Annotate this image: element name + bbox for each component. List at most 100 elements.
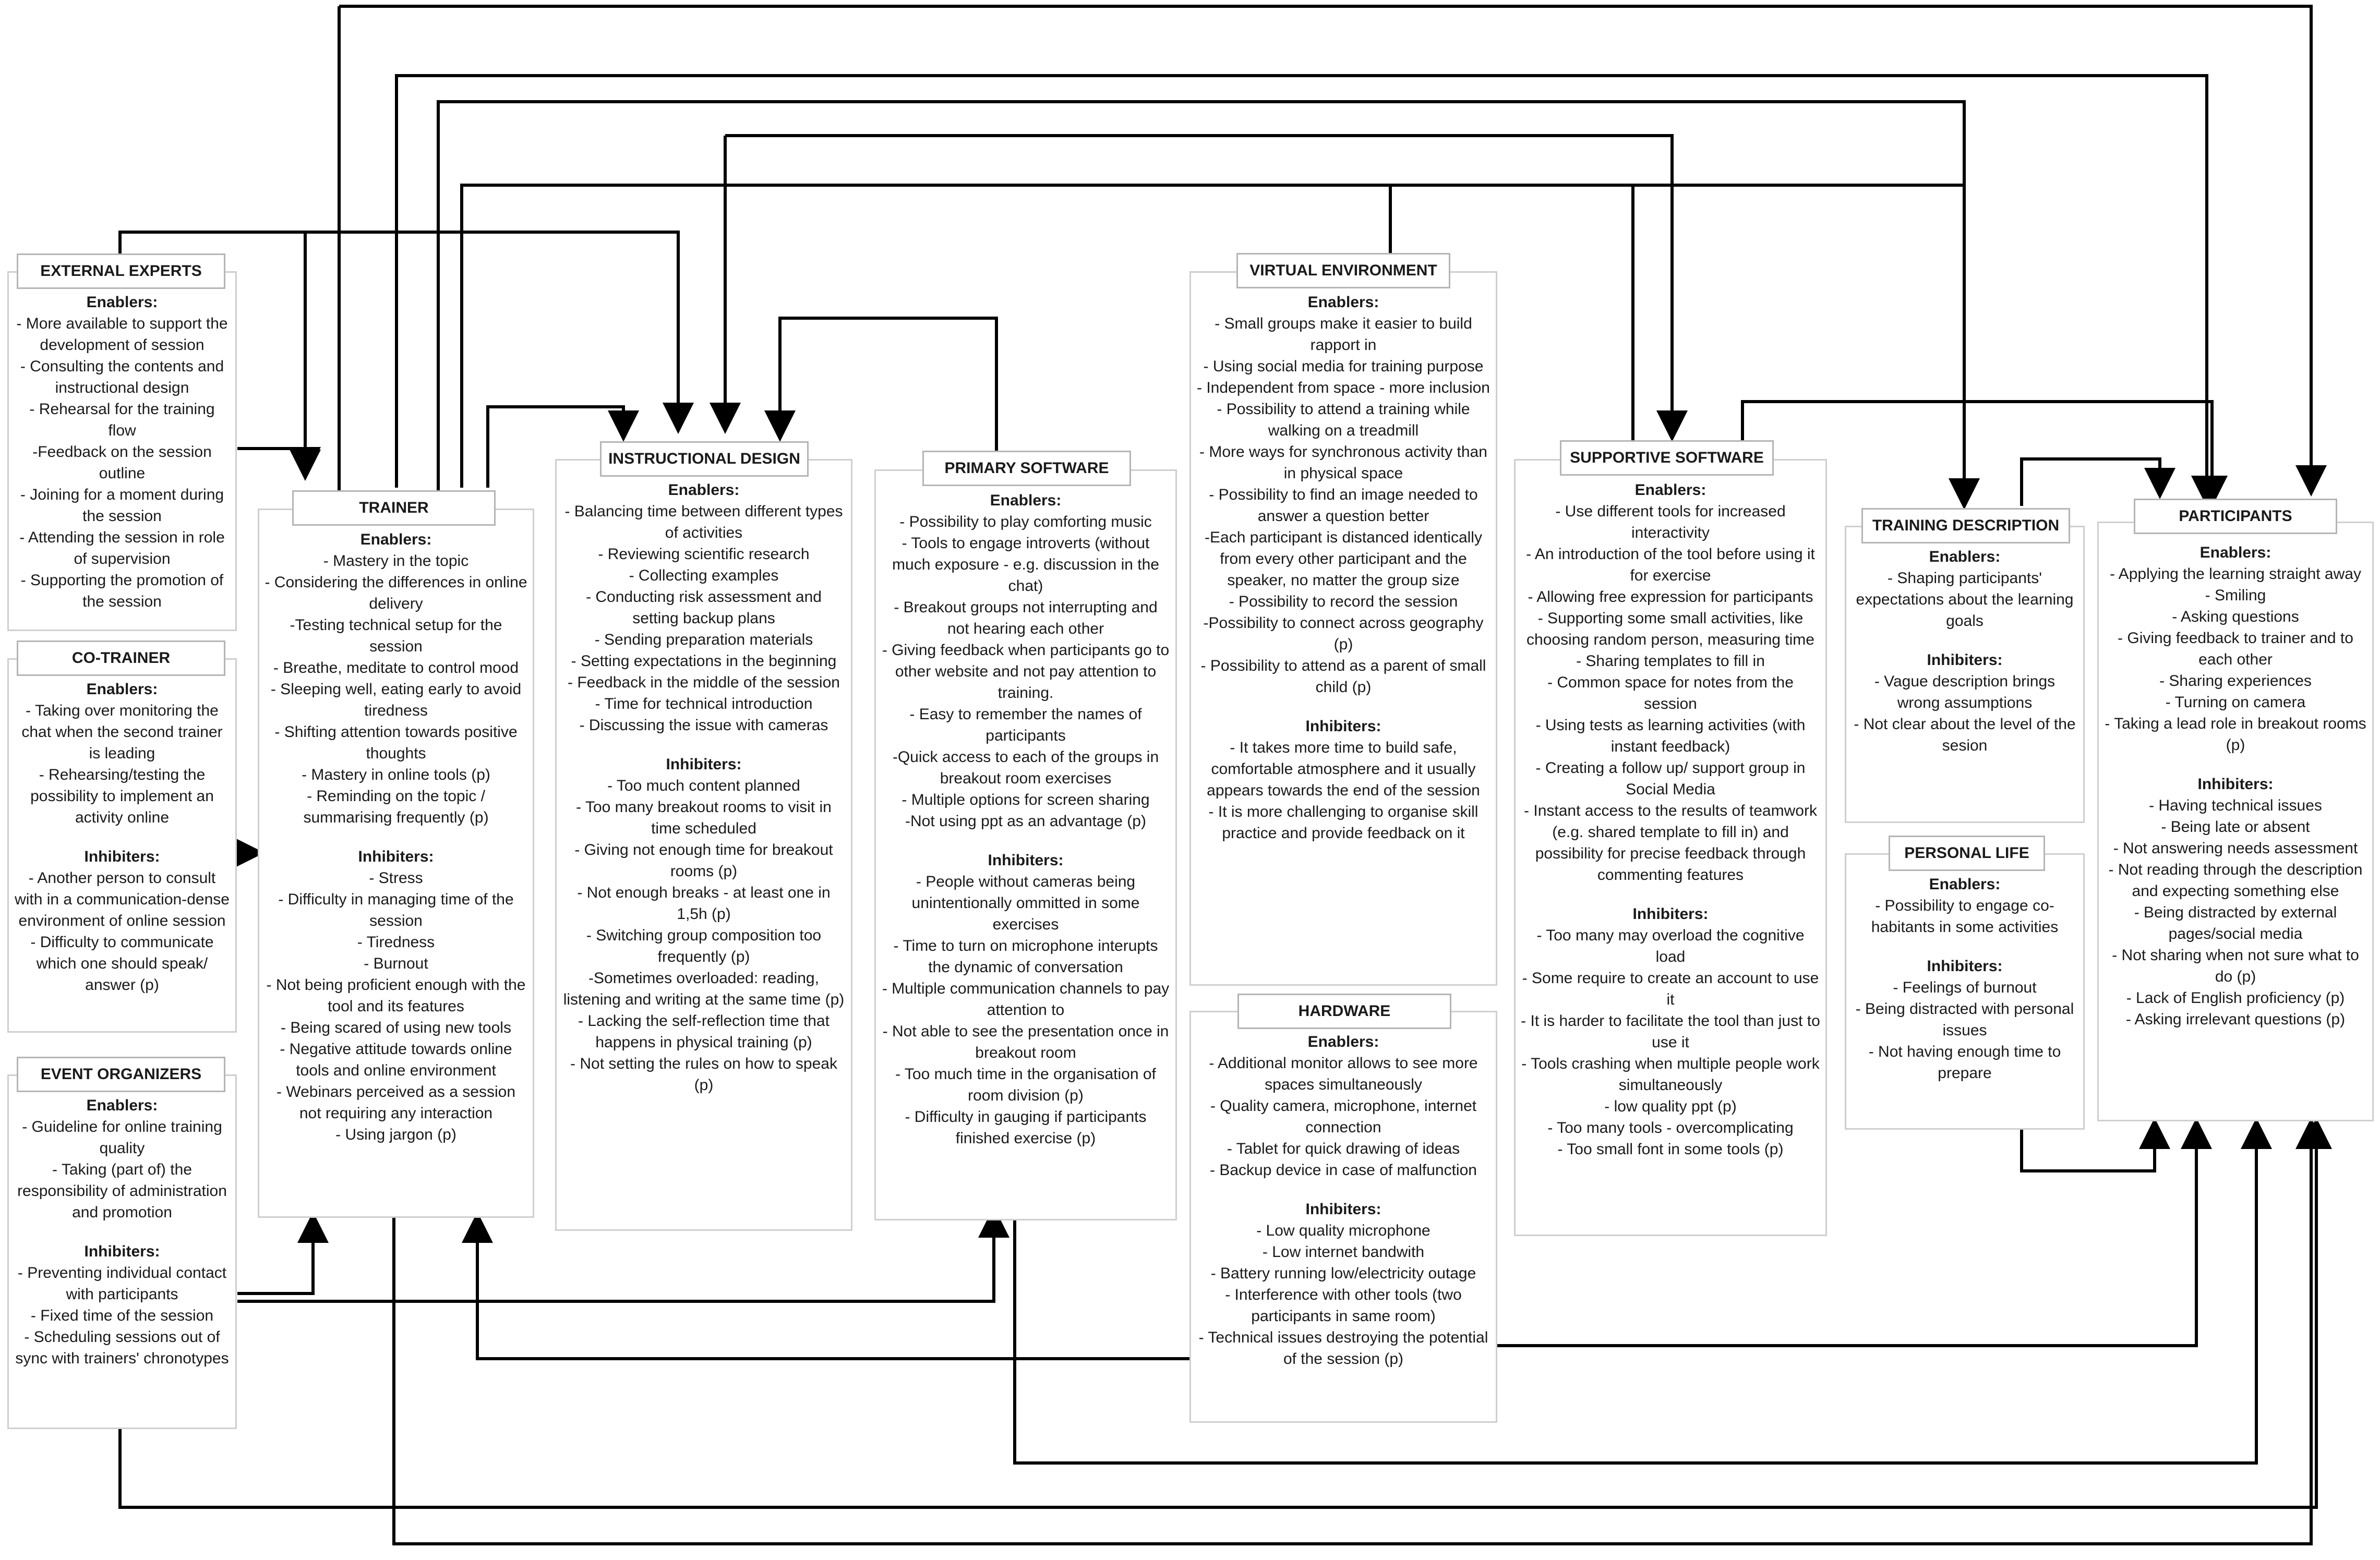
list-item: - Low quality microphone — [1256, 1222, 1431, 1239]
list-item: - Giving not enough time for breakout ro… — [574, 841, 833, 880]
inhibitors-heading: Inhibiters: — [1927, 651, 2003, 669]
list-item: -Each participant is distanced identical… — [1205, 529, 1482, 589]
node-title-co-trainer: CO-TRAINER — [17, 640, 225, 676]
list-item: - Not having enough time to prepare — [1868, 1043, 2061, 1082]
list-item: - Giving feedback when participants go t… — [882, 642, 1170, 702]
list-item: - Smiling — [2205, 587, 2266, 604]
list-item: - Having technical issues — [2149, 797, 2322, 814]
list-item: - Sharing templates to fill in — [1576, 652, 1765, 670]
list-item: - Some require to create an account to u… — [1522, 970, 1819, 1008]
enablers-heading: Enablers: — [1307, 1033, 1379, 1050]
enablers-list: - Additional monitor allows to see more … — [1196, 1053, 1490, 1181]
enablers-heading: Enablers: — [990, 492, 1062, 509]
list-item: - Sending preparation materials — [594, 631, 813, 648]
inhibitors-heading: Inhibiters: — [988, 852, 1064, 869]
inhibitors-list: - It takes more time to build safe, comf… — [1196, 737, 1490, 844]
list-item: -Not using ppt as an advantage (p) — [905, 813, 1146, 830]
list-item: - Breathe, meditate to control mood — [273, 659, 519, 676]
list-item: - Difficulty to communicate which one sh… — [30, 934, 214, 994]
list-item: - Multiple options for screen sharing — [901, 791, 1150, 808]
list-item: - Tools to engage introverts (without mu… — [892, 535, 1159, 595]
inhibitors-heading: Inhibiters: — [84, 848, 160, 865]
inhibitors-heading: Inhibiters: — [1305, 1201, 1381, 1218]
list-item: - Time to turn on microphone interupts t… — [893, 937, 1158, 976]
list-item: - Switching group composition too freque… — [586, 927, 822, 965]
node-supportive-software: Enablers: - Use different tools for incr… — [1514, 459, 1827, 1236]
enablers-heading: Enablers: — [1634, 481, 1706, 499]
list-item: - Reminding on the topic / summarising f… — [303, 788, 489, 826]
inhibitors-list: - Preventing individual contact with par… — [14, 1262, 230, 1369]
list-item: -Possibility to connect across geography… — [1203, 614, 1484, 653]
node-title-virtual-environment: VIRTUAL ENVIRONMENT — [1236, 253, 1450, 288]
enablers-list: - Possibility to play comforting music -… — [881, 511, 1170, 832]
list-item: - Allowing free expression for participa… — [1528, 588, 1813, 606]
list-item: - Possibility to find an image needed to… — [1209, 486, 1478, 525]
list-item: - Another person to consult with in a co… — [15, 869, 230, 929]
node-title-training-description: TRAINING DESCRIPTION — [1861, 508, 2070, 543]
enablers-heading: Enablers: — [1929, 876, 2001, 893]
list-item: - low quality ppt (p) — [1604, 1098, 1737, 1115]
list-item: - Feelings of burnout — [1893, 979, 2037, 996]
enablers-heading: Enablers: — [668, 481, 740, 499]
list-item: - Tablet for quick drawing of ideas — [1227, 1140, 1460, 1157]
edge-training-description-to-participants — [2020, 457, 2175, 506]
inhibitors-list: - Low quality microphone - Low internet … — [1196, 1220, 1490, 1370]
list-item: - Not answering needs assessment — [2113, 840, 2358, 857]
list-item: - Being late or absent — [2161, 818, 2310, 836]
edge-primary-software-to-participants — [1013, 1118, 2272, 1465]
list-item: - Being scared of using new tools — [281, 1019, 511, 1036]
enablers-heading: Enablers: — [2199, 544, 2271, 561]
list-item: - Too many breakout rooms to visit in ti… — [576, 799, 832, 837]
enablers-list: - Guideline for online training quality … — [14, 1116, 230, 1223]
list-item: - Stress — [369, 869, 423, 887]
list-item: - Applying the learning straight away — [2110, 565, 2361, 583]
node-external-experts: Enablers: - More available to support th… — [7, 271, 237, 631]
list-item: - Possibility to engage co-habitants in … — [1871, 897, 2059, 936]
list-item: - People without cameras being unintenti… — [911, 873, 1140, 933]
list-item: - Independent from space - more inclusio… — [1197, 379, 1490, 396]
list-item: - Not being proficient enough with the t… — [266, 976, 526, 1015]
list-item: - Too much content planned — [607, 777, 800, 794]
list-item: - Taking over monitoring the chat when t… — [21, 702, 223, 762]
list-item: - Creating a follow up/ support group in… — [1535, 759, 1806, 798]
list-item: - Burnout — [364, 955, 428, 972]
node-title-supportive-software: SUPPORTIVE SOFTWARE — [1560, 440, 1774, 476]
node-title-event-organizers: EVENT ORGANIZERS — [17, 1057, 225, 1092]
edge-trainer-bottom-to-participants — [392, 1118, 2327, 1545]
list-item: - Consulting the contents and instructio… — [20, 358, 224, 396]
list-item: - More ways for synchronous activity tha… — [1199, 443, 1487, 482]
inhibitors-list: - Feelings of burnout - Being distracted… — [1852, 977, 2078, 1084]
list-item: - Conducting risk assessment and setting… — [586, 588, 822, 627]
list-item: - Not reading through the description an… — [2108, 861, 2363, 900]
node-primary-software: Enablers: - Possibility to play comforti… — [874, 469, 1177, 1220]
list-item: - Multiple communication channels to pay… — [882, 980, 1170, 1019]
edge-hardware-to-trainer — [462, 1212, 1192, 1360]
list-item: - Not clear about the level of the sesio… — [1854, 716, 2076, 754]
list-item: - Time for technical introduction — [595, 695, 813, 712]
enablers-heading: Enablers: — [360, 531, 432, 548]
edge-event-organizers-to-participants — [118, 1118, 2332, 1509]
enablers-list: - Use different tools for increased inte… — [1521, 501, 1820, 886]
list-item: - Negative attitude towards online tools… — [280, 1041, 512, 1079]
edge-trainer-to-participants-top — [339, 5, 2327, 497]
node-title-external-experts: EXTERNAL EXPERTS — [17, 253, 225, 289]
list-item: - Not able to see the presentation once … — [882, 1023, 1169, 1061]
list-item: - Taking a lead role in breakout rooms (… — [2105, 715, 2366, 754]
list-item: - Supporting the promotion of the sessio… — [20, 572, 224, 610]
list-item: - Using social media for training purpos… — [1203, 358, 1484, 375]
list-item: - Difficulty in gauging if participants … — [905, 1108, 1147, 1147]
list-item: - More available to support the developm… — [16, 315, 228, 354]
enablers-heading: Enablers: — [86, 681, 158, 698]
list-item: - Guideline for online training quality — [22, 1118, 222, 1157]
enablers-list: - Mastery in the topic - Considering the… — [265, 550, 527, 828]
edge-supportive-software-to-participants — [1741, 400, 2228, 507]
list-item: - Too many tools - overcomplicating — [1547, 1119, 1794, 1136]
list-item: - Low internet bandwith — [1262, 1243, 1425, 1261]
list-item: - Webinars perceived as a session not re… — [277, 1083, 515, 1122]
list-item: - Lacking the self-reflection time that … — [578, 1012, 830, 1051]
list-item: - Asking irrelevant questions (p) — [2125, 1011, 2346, 1028]
inhibitors-heading: Inhibiters: — [2197, 776, 2274, 793]
inhibitors-list: - Too much content planned - Too many br… — [562, 775, 846, 1096]
list-item: - Possibility to attend as a parent of s… — [1200, 657, 1486, 696]
list-item: - Possibility to play comforting music — [899, 513, 1152, 530]
